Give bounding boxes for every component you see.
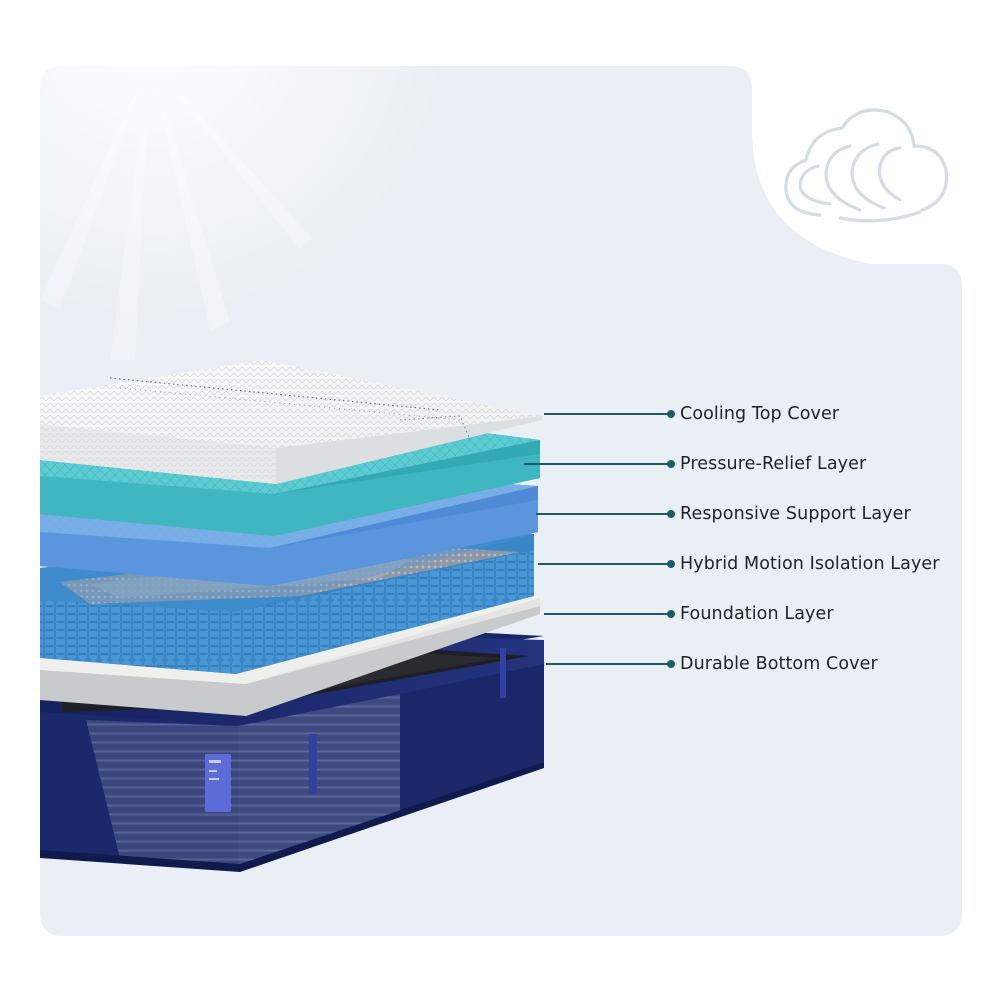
leader-dot (667, 460, 675, 468)
layer-label: Cooling Top Cover (680, 404, 840, 424)
layer-label: Durable Bottom Cover (680, 654, 878, 674)
layer-label: Responsive Support Layer (680, 504, 911, 524)
leader-dot (667, 560, 675, 568)
layer-cooling-top-cover (40, 360, 542, 484)
leader-dot (667, 510, 675, 518)
layer-durable-bottom-cover (40, 628, 544, 872)
cloud-swirl-icon (784, 108, 949, 223)
leader-dot (667, 660, 675, 668)
leader-dot (667, 610, 675, 618)
leader-lines (524, 410, 675, 668)
leader-dot (667, 410, 675, 418)
sun-rays-icon (0, 0, 450, 360)
layer-label: Pressure-Relief Layer (680, 454, 867, 474)
layer-label: Hybrid Motion Isolation Layer (680, 554, 940, 574)
layer-label: Foundation Layer (680, 604, 834, 624)
